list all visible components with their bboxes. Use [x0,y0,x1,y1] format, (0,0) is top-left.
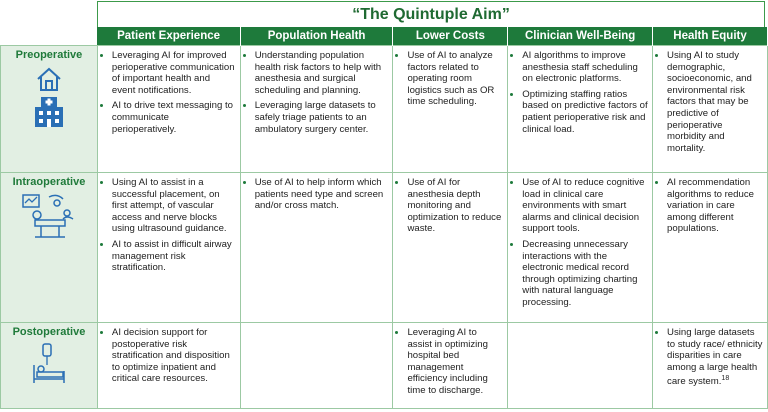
hospital-bed-icon [29,342,69,389]
list-item-text: Using large datasets to study race/ ethn… [667,327,763,388]
table-cell: AI decision support for postoperative ri… [96,322,241,409]
list-item: Use of AI to help inform which patients … [255,177,389,212]
table-row: Preoperative Leveraging AI for improved … [0,45,768,173]
row-label: Preoperative [15,49,83,61]
list-item: Optimizing staffing ratios based on pred… [522,89,648,135]
table-cell: AI algorithms to improve anesthesia staf… [507,45,654,173]
list-item: Decreasing unnecessary interactions with… [522,239,648,309]
column-header: Clinician Well-Being [507,27,654,46]
list-item: Using AI to assist in a successful place… [112,177,236,235]
list-item: AI algorithms to improve anesthesia staf… [522,50,648,85]
list-item: Leveraging AI to assist in optimizing ho… [407,327,503,397]
list-item: Use of AI to analyze factors related to … [407,50,503,108]
table-cell: Using AI to study demographic, socioecon… [652,45,768,173]
column-header: Patient Experience [97,27,241,46]
figure-title: “The Quintuple Aim” [97,1,765,27]
list-item: Use of AI for anesthesia depth monitorin… [407,177,503,235]
table-row: Intraoperative Using AI to assist in a s… [0,172,768,323]
list-item: Using AI to study demographic, socioecon… [667,50,763,154]
table-cell [507,322,654,409]
list-item: AI to drive text messaging to communicat… [112,100,236,135]
row-label: Intraoperative [12,176,86,188]
table-cell: Using AI to assist in a successful place… [96,172,241,323]
footnote-marker: 18 [721,375,730,383]
home-icon [35,66,63,96]
table-cell: Use of AI to reduce cognitive load in cl… [507,172,654,323]
list-item: Understanding population health risk fac… [255,50,389,96]
column-header: Health Equity [652,27,768,46]
list-item: Leveraging large datasets to safely tria… [255,100,389,135]
row-header: Preoperative [0,45,98,173]
row-header: Intraoperative [0,172,98,323]
row-header: Postoperative [0,322,98,409]
table-cell: Use of AI for anesthesia depth monitorin… [392,172,509,323]
aim-table: Patient Experience Population Health Low… [0,27,768,409]
list-item: Leveraging AI for improved perioperative… [112,50,236,96]
table-cell: Using large datasets to study race/ ethn… [652,322,768,409]
list-item: AI recommendation algorithms to reduce v… [667,177,763,235]
row-label: Postoperative [12,326,86,338]
list-item: Using large datasets to study race/ ethn… [667,327,763,388]
hospital-icon [32,95,66,133]
table-row: Postoperative AI decision support for po… [0,322,768,409]
table-cell: Use of AI to analyze factors related to … [392,45,509,173]
list-item: Use of AI to reduce cognitive load in cl… [522,177,648,235]
column-header: Population Health [240,27,394,46]
header-row: Patient Experience Population Health Low… [0,27,768,46]
table-cell [239,322,394,409]
table-cell: Use of AI to help inform which patients … [239,172,394,323]
corner-cell [0,27,98,46]
table-cell: Understanding population health risk fac… [239,45,394,173]
table-cell: Leveraging AI for improved perioperative… [96,45,241,173]
list-item: AI decision support for postoperative ri… [112,327,236,385]
list-item: AI to assist in difficult airway managem… [112,239,236,274]
operating-room-icon [21,193,77,243]
column-header: Lower Costs [392,27,509,46]
table-cell: AI recommendation algorithms to reduce v… [652,172,768,323]
table-cell: Leveraging AI to assist in optimizing ho… [392,322,509,409]
